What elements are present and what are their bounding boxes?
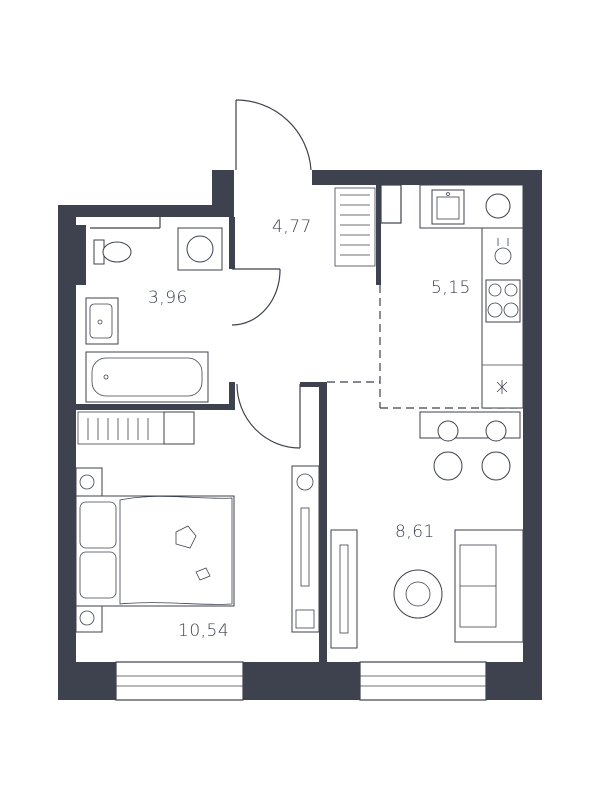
- outer-walls: [58, 170, 542, 700]
- area-labels: 4,77 3,96 5,15 8,61 10,54: [148, 217, 471, 641]
- living-furniture: [330, 529, 524, 649]
- window-bedroom: [115, 661, 244, 701]
- area-label-bathroom: 3,96: [148, 288, 188, 308]
- hallway-wardrobe: [334, 187, 376, 267]
- dining-set: [419, 411, 521, 481]
- entrance-door: [235, 99, 312, 171]
- interior-walls: [76, 185, 381, 662]
- bathroom-door: [231, 268, 281, 326]
- bedroom-door: [236, 383, 301, 449]
- area-label-kitchen: 5,15: [431, 278, 471, 298]
- area-label-bedroom: 10,54: [178, 621, 229, 641]
- area-label-living: 8,61: [395, 522, 435, 542]
- bathroom-fixtures: [85, 217, 223, 403]
- window-living: [359, 661, 487, 701]
- kitchen-fixtures: [380, 184, 524, 409]
- area-label-hallway: 4,77: [272, 217, 312, 237]
- bedroom-furniture: [75, 411, 320, 633]
